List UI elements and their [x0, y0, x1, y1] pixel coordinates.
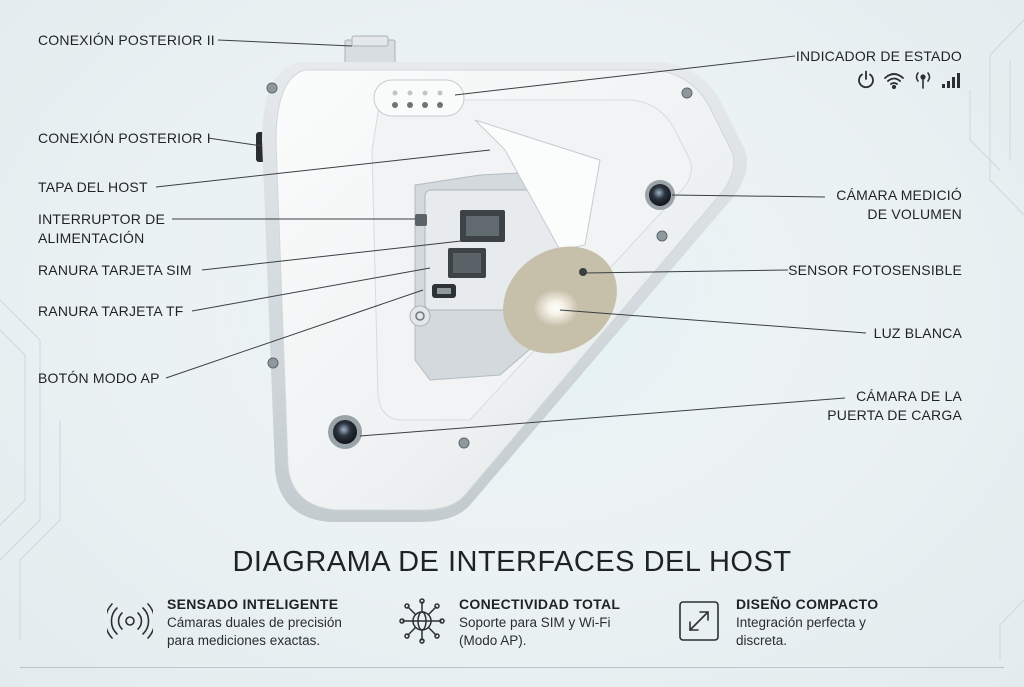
- signal-waves-icon: [107, 603, 153, 639]
- feature-description-line2: para mediciones exactas.: [167, 633, 321, 648]
- label-door-camera-line1: CÁMARA DE LA: [856, 388, 962, 404]
- label-back-connection-1: CONEXIÓN POSTERIOR I: [38, 130, 211, 146]
- label-status-indicator: INDICADOR DE ESTADO: [795, 48, 962, 64]
- label-tf-slot: RANURA TARJETA TF: [38, 303, 184, 319]
- diagram-title: DIAGRAMA DE INTERFACES DEL HOST: [232, 546, 792, 578]
- feature-description-line2: (Modo AP).: [459, 633, 527, 648]
- power-icon: [858, 70, 874, 89]
- feature-description-line1: Cámaras duales de precisión: [167, 615, 342, 630]
- signal-bars-icon: [942, 73, 960, 88]
- feature-heading: DISEÑO COMPACTO: [736, 596, 879, 612]
- feature-description-line2: discreta.: [736, 633, 788, 648]
- feature-heading: SENSADO INTELIGENTE: [167, 596, 339, 612]
- label-power-switch-line2: ALIMENTACIÓN: [38, 230, 145, 246]
- wifi-icon: [884, 73, 904, 90]
- label-ap-button: BOTÓN MODO AP: [38, 370, 160, 386]
- label-door-camera-line2: PUERTA DE CARGA: [827, 407, 962, 423]
- feature-description-line1: Integración perfecta y: [736, 615, 866, 630]
- feature-heading: CONECTIVIDAD TOTAL: [459, 596, 621, 612]
- antenna-icon: [915, 72, 931, 89]
- label-volume-camera-line2: DE VOLUMEN: [867, 206, 962, 222]
- network-globe-icon: [399, 598, 445, 644]
- label-light-sensor: SENSOR FOTOSENSIBLE: [788, 262, 962, 278]
- expand-arrows-icon: [679, 601, 719, 641]
- label-host-cover: TAPA DEL HOST: [38, 179, 148, 195]
- label-white-light: LUZ BLANCA: [873, 325, 962, 341]
- feature-description-line1: Soporte para SIM y Wi-Fi: [459, 615, 611, 630]
- bottom-divider: [20, 667, 1004, 668]
- label-power-switch-line1: INTERRUPTOR DE: [38, 211, 165, 227]
- label-volume-camera-line1: CÁMARA MEDICIÓ: [836, 187, 962, 203]
- label-sim-slot: RANURA TARJETA SIM: [38, 262, 192, 278]
- label-back-connection-2: CONEXIÓN POSTERIOR II: [38, 32, 215, 48]
- status-icons-row: [858, 70, 960, 90]
